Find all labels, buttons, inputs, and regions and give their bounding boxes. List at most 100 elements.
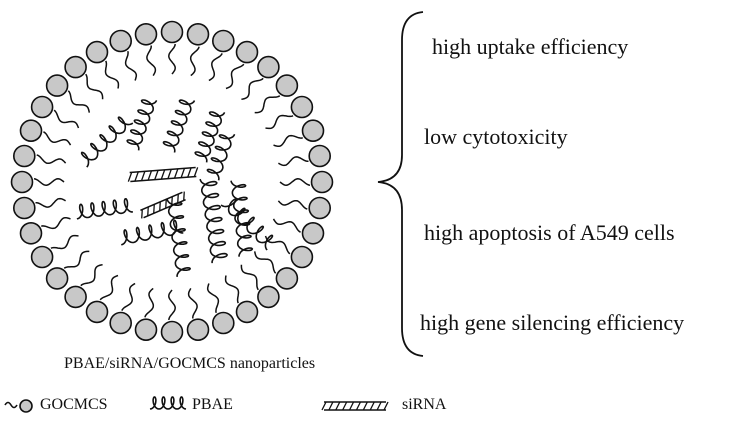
- gocmcs-bead: [186, 22, 210, 46]
- pbae-coil: [80, 116, 134, 168]
- gocmcs-tail: [189, 46, 200, 77]
- pbae-legend-icon: [149, 396, 187, 410]
- gocmcs-bead: [212, 311, 235, 335]
- sirna-base-pair: [171, 196, 173, 206]
- gocmcs-tail: [168, 289, 176, 321]
- pbae-coil-stroke: [206, 133, 236, 181]
- pbae-coil: [166, 198, 192, 277]
- gocmcs-bead: [85, 40, 109, 64]
- gocmcs-bead: [275, 267, 299, 290]
- gocmcs-tail: [278, 156, 309, 167]
- sirna-legend-icon: [321, 401, 389, 411]
- gocmcs-tail: [35, 197, 66, 208]
- sirna-base-pair: [153, 204, 155, 214]
- sirna-strand: [130, 175, 197, 183]
- sirna-base-pair: [183, 191, 185, 201]
- gocmcs-tail: [121, 282, 136, 311]
- pbae-coil-stroke: [194, 111, 226, 163]
- nanoparticle-core: [76, 99, 274, 277]
- gocmcs-bead: [30, 245, 54, 269]
- gocmcs-bead: [275, 74, 299, 97]
- pbae-coil-stroke: [199, 178, 228, 264]
- gocmcs-bead: [30, 95, 54, 119]
- gocmcs-tail: [80, 263, 103, 287]
- gocmcs-bead: [19, 119, 43, 142]
- pbae-coil-stroke: [220, 198, 274, 251]
- legend-icons: [4, 396, 389, 413]
- gocmcs-tail: [85, 73, 104, 100]
- pbae-coil-stroke: [126, 99, 158, 151]
- gocmcs-bead: [257, 55, 280, 79]
- sirna-base-pair: [134, 171, 139, 182]
- gocmcs-tail: [124, 51, 138, 81]
- gocmcs-bead: [235, 300, 259, 324]
- sirna-ladder: [127, 166, 199, 183]
- sirna-base-pair: [328, 401, 334, 411]
- gocmcs-tail: [36, 154, 67, 165]
- gocmcs-tail: [279, 178, 311, 186]
- sirna-base-pair: [335, 401, 341, 411]
- pbae-coil: [194, 111, 226, 163]
- sirna-ladder: [321, 401, 389, 411]
- gocmcs-tail: [144, 287, 155, 318]
- pbae-coil: [199, 178, 228, 264]
- gocmcs-bead: [19, 222, 43, 245]
- gocmcs-tail: [33, 178, 65, 186]
- gocmcs-tail: [206, 283, 220, 313]
- gocmcs-tail: [254, 95, 281, 114]
- gocmcs-bead: [45, 267, 69, 290]
- gocmcs-tail: [277, 199, 308, 210]
- sirna-base-pair: [369, 401, 375, 411]
- gocmcs-bead: [134, 22, 158, 46]
- pbae-coil-stroke: [166, 198, 192, 277]
- sirna-base-pair: [180, 168, 186, 178]
- sirna-strand: [129, 166, 196, 174]
- sirna-base-pair: [362, 401, 368, 411]
- pbae-coil: [220, 198, 274, 251]
- gocmcs-bead: [308, 196, 332, 220]
- gocmcs-bead: [134, 318, 158, 342]
- pbae-coil-stroke: [230, 180, 254, 257]
- gocmcs-bead: [64, 55, 87, 79]
- gocmcs-bead: [186, 318, 210, 342]
- sirna-base-pair: [159, 201, 161, 211]
- gocmcs-bead: [64, 285, 87, 309]
- gocmcs-tail: [67, 90, 91, 113]
- pbae-coil: [76, 197, 133, 220]
- sirna-base-pair: [173, 168, 179, 179]
- property-silencing: high gene silencing efficiency: [420, 310, 685, 335]
- sirna-base-pair: [376, 401, 382, 411]
- gocmcs-bead: [212, 29, 235, 53]
- sirna-base-pair: [140, 171, 146, 181]
- gocmcs-bead: [290, 95, 314, 119]
- property-uptake: high uptake efficiency: [432, 34, 629, 59]
- gocmcs-bead: [45, 74, 69, 97]
- sirna-base-pair: [160, 169, 166, 180]
- pbae-coil: [162, 99, 196, 153]
- gocmcs-bead: [257, 285, 280, 309]
- sirna-base-pair: [154, 170, 159, 180]
- sirna-base-pair: [383, 401, 389, 411]
- property-cytotoxicity: low cytotoxicity: [424, 124, 568, 149]
- sirna-base-pair: [147, 206, 149, 216]
- gocmcs-tail: [253, 251, 277, 274]
- sirna-base-pair: [141, 209, 143, 219]
- gocmcs-tail: [146, 45, 157, 76]
- pbae-coil: [149, 396, 187, 410]
- gocmcs-bead: [109, 311, 132, 335]
- gocmcs-bead: [12, 196, 36, 220]
- sirna-base-pair: [193, 167, 199, 177]
- sirna-base-pair: [321, 401, 327, 411]
- gocmcs-tail: [168, 43, 176, 75]
- pbae-coil-stroke: [76, 197, 133, 220]
- sirna-base-pair: [147, 170, 153, 181]
- sirna-base-pair: [167, 169, 172, 179]
- gocmcs-tail: [224, 275, 240, 304]
- gocmcs-tail: [50, 234, 79, 250]
- sirna-strand: [140, 191, 183, 212]
- gocmcs-tail: [241, 77, 264, 101]
- gocmcs-tail: [41, 216, 71, 230]
- sirna-base-pair: [187, 167, 192, 178]
- sirna-base-pair: [127, 172, 133, 182]
